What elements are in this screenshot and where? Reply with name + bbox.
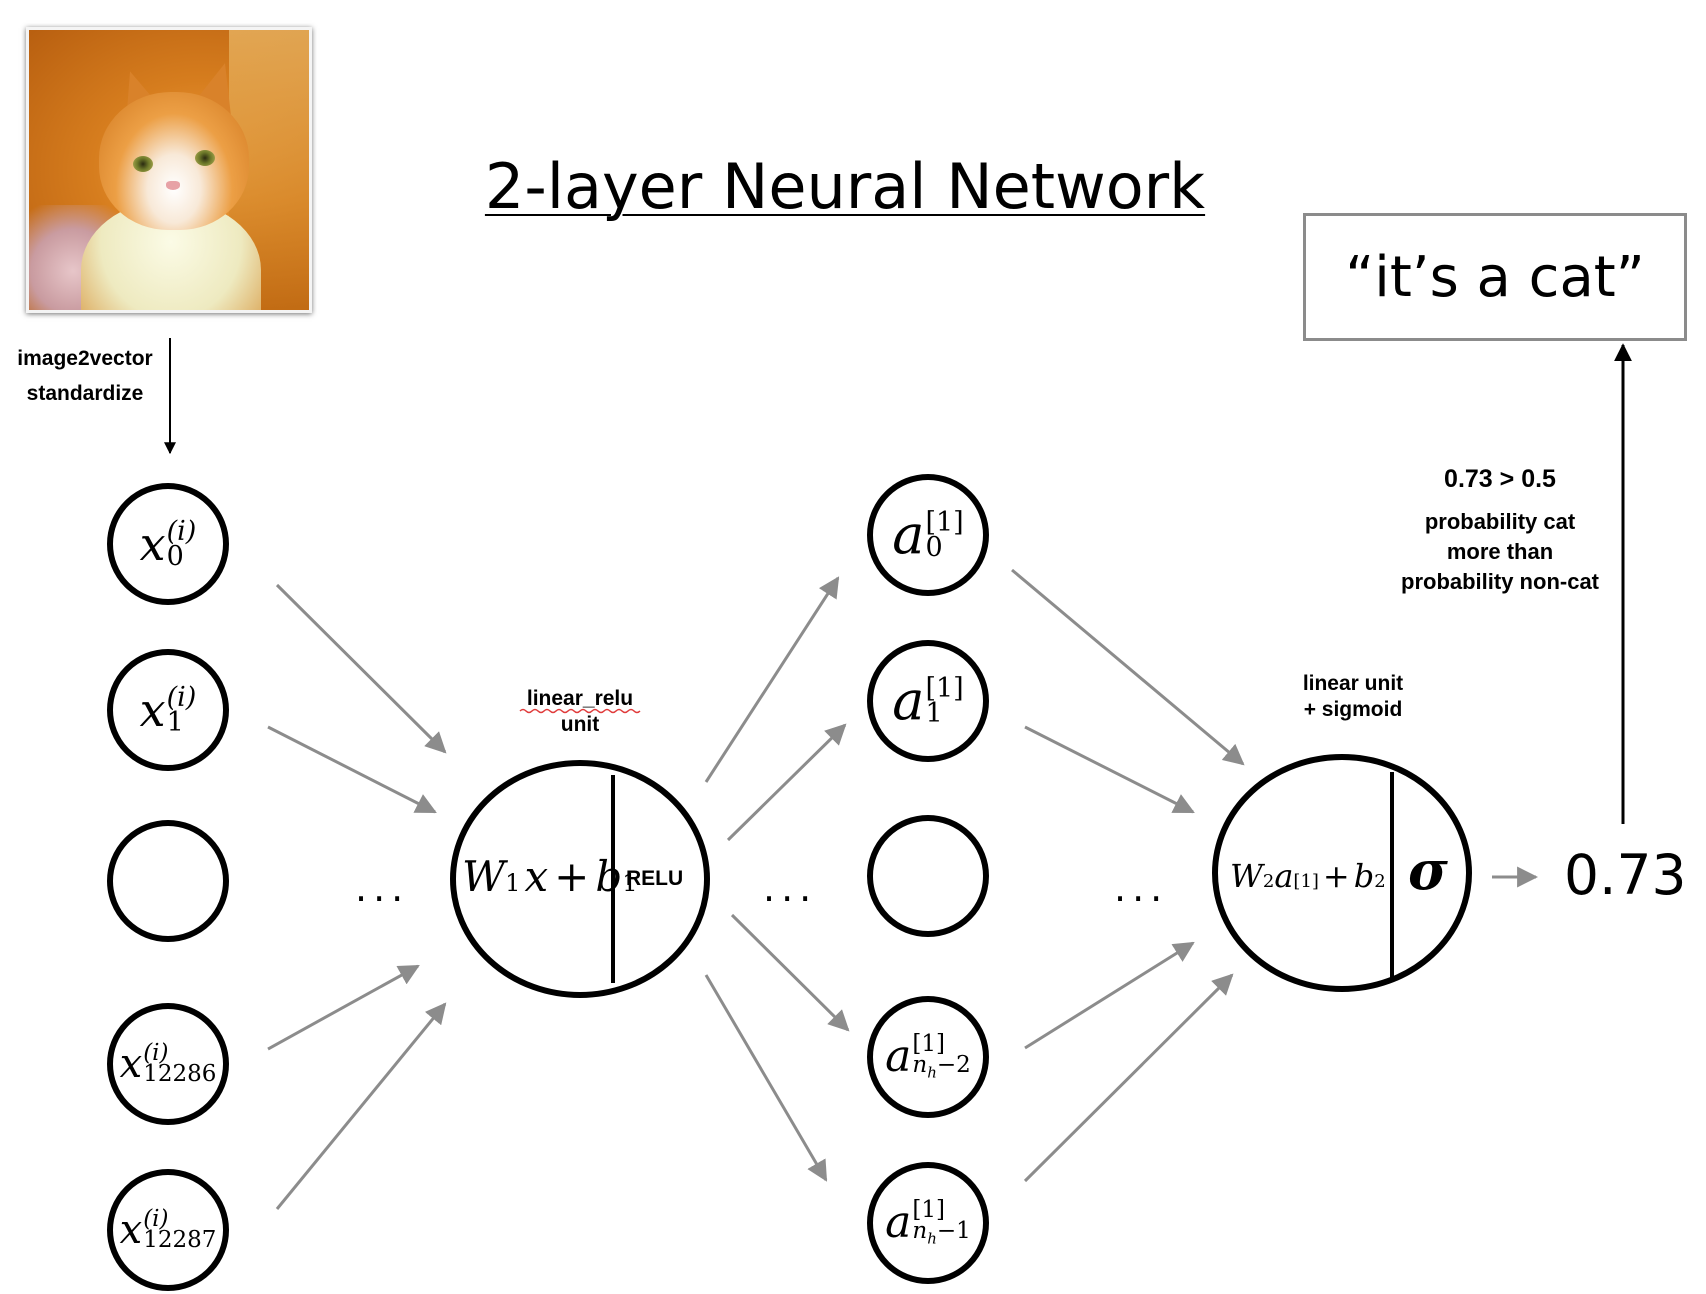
- input-node-3: [107, 1003, 229, 1125]
- hidden-label-0: a[1]0: [892, 503, 964, 566]
- edge-unit-a3: [730, 913, 850, 1032]
- page-title: 2-layer Neural Network: [484, 150, 1206, 223]
- spellcheck-underline: [519, 708, 641, 714]
- hidden-node-1: [867, 640, 989, 762]
- edge-a4-output: [1023, 973, 1234, 1183]
- output-unit-ellipse: [1212, 754, 1472, 992]
- input-node-0: [107, 483, 229, 605]
- ellipsis-output: ...: [1114, 866, 1169, 910]
- hidden-label-3: a[1]nh−2: [885, 1031, 971, 1082]
- edge-x0-unit: [275, 583, 447, 754]
- preprocess-label-2: standardize: [26, 382, 144, 405]
- edge-a3-output: [1024, 941, 1195, 1050]
- edge-unit-a1: [726, 723, 847, 842]
- hidden-node-4: [867, 1162, 989, 1284]
- prediction-text: “it’s a cat”: [1345, 244, 1645, 310]
- prediction-box: “it’s a cat”: [1303, 213, 1687, 341]
- ellipsis-hidden: ...: [763, 866, 818, 910]
- input-label-0: x(i)0: [139, 516, 197, 572]
- ellipsis-input: ...: [355, 866, 410, 910]
- input-node-2: [107, 820, 229, 942]
- relu-label: RELU: [626, 867, 684, 890]
- preprocess-label-1: image2vector: [17, 347, 153, 370]
- hidden-unit-ellipse: [450, 760, 710, 998]
- decision-line-2: more than: [1446, 539, 1554, 564]
- edge-x1-unit: [267, 725, 437, 814]
- decision-comparison: 0.73 > 0.5: [1444, 465, 1556, 493]
- sigma-label: σ: [1408, 838, 1448, 902]
- input-node-1: [107, 649, 229, 771]
- input-label-1: x(i)1: [139, 682, 197, 738]
- input-node-4: [107, 1169, 229, 1291]
- edge-x4-unit: [275, 1002, 447, 1210]
- cat-photo: [26, 27, 312, 313]
- hidden-node-3: [867, 996, 989, 1118]
- edge-unit-a0: [704, 576, 840, 783]
- edge-x3-unit: [267, 964, 420, 1051]
- input-label-3: x(i)12286: [119, 1040, 217, 1087]
- hidden-node-0: [867, 474, 989, 596]
- edge-a0-output: [1011, 568, 1245, 766]
- edge-unit-a4: [704, 974, 828, 1182]
- decision-line-3: probability non-cat: [1401, 569, 1599, 594]
- edge-a1-output: [1024, 725, 1195, 814]
- output-value: 0.73: [1564, 843, 1687, 907]
- decision-line-1: probability cat: [1424, 509, 1576, 534]
- output-unit-label: linear unit+ sigmoid: [1302, 672, 1404, 722]
- input-label-4: x(i)12287: [119, 1206, 217, 1253]
- hidden-node-2: [867, 815, 989, 937]
- hidden-label-1: a[1]1: [892, 669, 964, 732]
- hidden-label-4: a[1]nh−1: [885, 1197, 971, 1248]
